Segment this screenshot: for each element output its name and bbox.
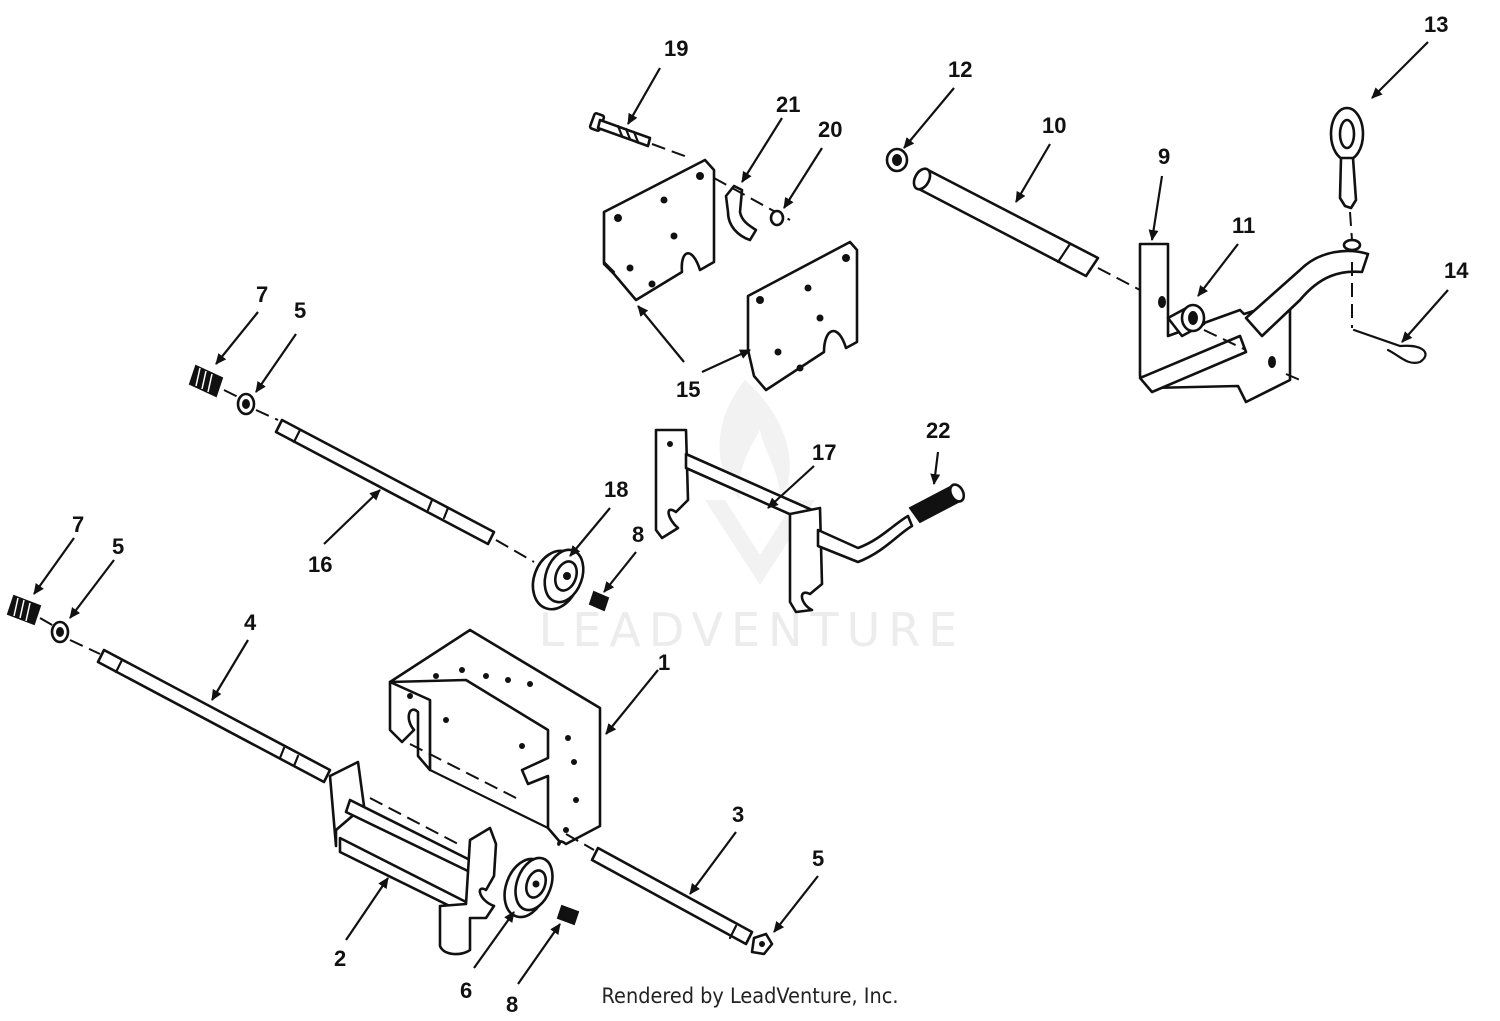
callout-17: 17: [812, 440, 836, 465]
callout-5-nut: 5: [812, 846, 824, 871]
callout-labels: 19 21 20 15 12 10 9 11 13 14 7 5 16 18 8…: [72, 12, 1469, 1017]
part-5-washer-lower: [50, 620, 101, 655]
callout-7-lower: 7: [72, 512, 84, 537]
callout-19: 19: [664, 36, 688, 61]
part-7-spring-upper: [188, 364, 241, 399]
callout-1: 1: [658, 650, 670, 675]
leader-arrows: [33, 41, 1449, 985]
callout-12: 12: [948, 57, 972, 82]
part-8-setscrew-lower: [556, 904, 580, 926]
callout-3: 3: [732, 802, 744, 827]
callout-10: 10: [1042, 113, 1066, 138]
footer-credit: Rendered by LeadVenture, Inc.: [601, 984, 899, 1008]
part-2-bracket: [328, 760, 498, 956]
callout-16: 16: [308, 552, 332, 577]
part-5-washer-upper: [236, 392, 279, 421]
callout-21: 21: [776, 92, 800, 117]
part-5-nut: [750, 932, 774, 956]
callout-8-upper: 8: [632, 522, 644, 547]
callout-5-lower: 5: [112, 534, 124, 559]
part-20-nut: [769, 209, 785, 227]
callout-5-upper: 5: [294, 298, 306, 323]
part-8-setscrew-upper: [588, 590, 610, 612]
part-19-bolt: [588, 112, 691, 159]
callout-14: 14: [1444, 258, 1469, 283]
callout-22: 22: [926, 418, 950, 443]
part-3-shaft: [565, 833, 754, 946]
part-15-plate-upper: [602, 158, 716, 302]
part-14-hairpin: [1352, 328, 1427, 364]
callout-13: 13: [1424, 12, 1448, 37]
part-12-washer: [885, 147, 909, 173]
part-1-housing: [388, 628, 602, 846]
watermark-logo: [705, 380, 815, 585]
callout-6: 6: [460, 978, 472, 1003]
callout-2: 2: [334, 946, 346, 971]
callout-4: 4: [244, 610, 257, 635]
part-15-plate-lower: [746, 240, 859, 392]
part-7-spring-lower: [6, 594, 55, 627]
part-21-clip: [713, 177, 791, 242]
part-18-pulley: [531, 548, 585, 611]
part-22-grip: [908, 483, 966, 524]
part-6-pulley: [503, 856, 554, 919]
callout-11: 11: [1232, 213, 1255, 238]
part-13-hitch-pin: [1329, 106, 1365, 328]
callout-15: 15: [676, 377, 700, 402]
callout-20: 20: [818, 117, 842, 142]
callout-8-lower: 8: [506, 992, 518, 1017]
part-10-pin: [912, 167, 1141, 291]
callout-18: 18: [604, 477, 628, 502]
callout-7-upper: 7: [256, 282, 268, 307]
part-17-bracket: [654, 428, 914, 614]
part-11-spacer: [1166, 303, 1301, 381]
watermark-text: LEADVENTURE: [539, 603, 966, 657]
part-9-hitch-bracket: [1138, 238, 1370, 404]
part-4-shaft: [96, 648, 347, 789]
part-16-shaft: [274, 418, 535, 563]
callout-9: 9: [1158, 144, 1170, 169]
